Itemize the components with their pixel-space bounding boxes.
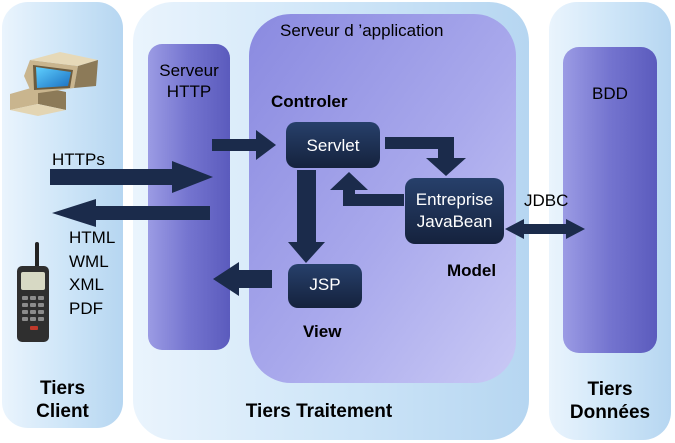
arrow-https-request bbox=[50, 161, 213, 193]
arrow-servlet-to-ejb bbox=[385, 137, 466, 176]
model-label: Model bbox=[447, 261, 497, 280]
app-server-title: Serveur d ’application bbox=[280, 21, 444, 40]
processing-tier-label: Tiers Traitement bbox=[245, 401, 393, 422]
http-server-label-line1: Serveur bbox=[159, 61, 219, 80]
client-tier-label: Tiers Client bbox=[2, 377, 123, 423]
format-list: HTML WML XML PDF bbox=[69, 226, 115, 320]
https-label: HTTPs bbox=[52, 150, 105, 169]
arrow-servlet-to-jsp bbox=[288, 170, 325, 263]
arrow-jsp-to-http bbox=[213, 262, 272, 296]
servlet-label: Servlet bbox=[306, 136, 360, 155]
servlet-box bbox=[286, 122, 380, 168]
desktop-computer-icon bbox=[10, 52, 98, 116]
format-wml: WML bbox=[69, 251, 109, 271]
http-server-column bbox=[148, 44, 230, 350]
arrow-http-to-servlet bbox=[212, 130, 276, 160]
mobile-phone-icon bbox=[17, 242, 49, 342]
jsp-box bbox=[288, 264, 362, 308]
bdd-label: BDD bbox=[592, 84, 628, 103]
bdd-column bbox=[563, 47, 657, 353]
ejb-label: Entreprise JavaBean bbox=[405, 189, 504, 233]
ejb-label-line1: Entreprise bbox=[415, 190, 494, 209]
controller-label: Controler bbox=[271, 92, 348, 111]
jsp-label: JSP bbox=[309, 275, 341, 294]
client-tier-label-line2: Client bbox=[36, 401, 89, 422]
data-tier-label-line1: Tiers bbox=[587, 379, 633, 400]
data-tier-label-line2: Données bbox=[569, 402, 651, 423]
arrow-jdbc bbox=[505, 219, 585, 239]
format-pdf: PDF bbox=[69, 298, 103, 318]
http-server-label-line2: HTTP bbox=[166, 82, 212, 101]
arrow-response-to-client bbox=[52, 199, 210, 227]
client-tier-label-line1: Tiers bbox=[39, 378, 86, 399]
ejb-box bbox=[405, 178, 504, 244]
ejb-label-line2: JavaBean bbox=[416, 212, 493, 231]
format-xml: XML bbox=[69, 275, 104, 294]
view-label: View bbox=[303, 322, 342, 341]
format-html: HTML bbox=[69, 228, 116, 247]
arrow-ejb-to-servlet bbox=[330, 172, 404, 206]
data-tier-label: Tiers Données bbox=[549, 378, 671, 424]
http-server-label: Serveur HTTP bbox=[149, 60, 229, 102]
jdbc-label: JDBC bbox=[524, 191, 569, 210]
